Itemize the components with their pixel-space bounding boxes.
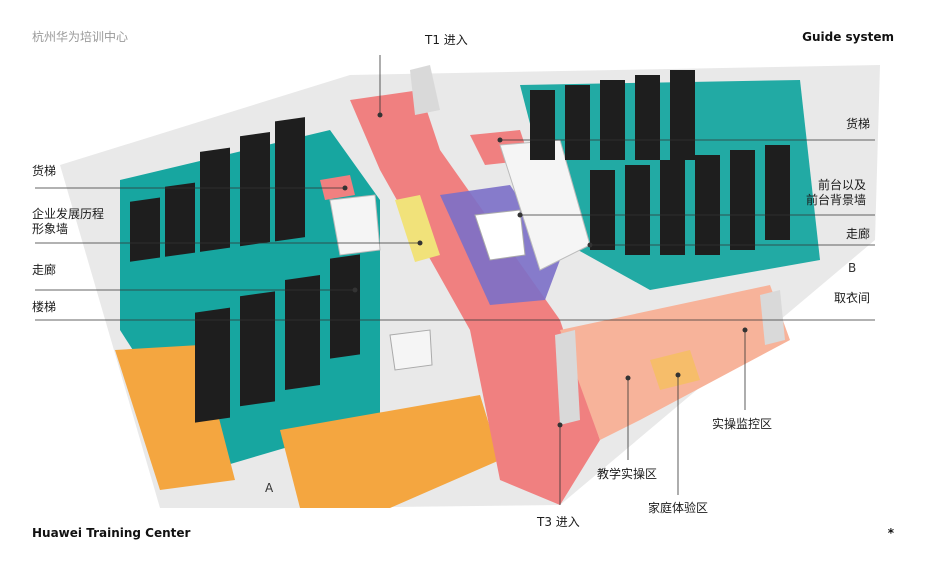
right-label-cloakroom: 取衣间	[834, 291, 871, 305]
zone-a-label: A	[265, 481, 274, 495]
header-left-title: 杭州华为培训中心	[32, 30, 129, 44]
history-wall	[395, 195, 440, 262]
main-corridor	[350, 90, 600, 505]
home-experience-floor	[650, 350, 700, 390]
right-label-corridor: 走廊	[846, 227, 871, 241]
server-cabinets-right	[530, 70, 790, 255]
t3-entrance-label: T3 进入	[537, 515, 580, 529]
left-label-freight-elevator: 货梯	[32, 164, 57, 178]
leader-lines	[35, 55, 875, 505]
left-label-history-line2: 形象墙	[32, 222, 69, 236]
label-teaching-area: 教学实操区	[597, 467, 658, 481]
zone-b-label: B	[848, 261, 857, 275]
right-label-freight-elevator: 货梯	[846, 117, 871, 131]
t1-entrance-label: T1 进入	[425, 33, 468, 47]
floor-plan-base	[60, 65, 880, 508]
server-cabinets-left	[130, 117, 360, 423]
footer-left-title: Huawei Training Center	[32, 526, 191, 540]
left-label-corridor: 走廊	[32, 263, 57, 277]
zone-a-floor-lower	[280, 395, 500, 508]
right-label-reception-line1: 前台以及	[818, 178, 867, 192]
footer-mark: *	[887, 526, 894, 540]
header-right-title: Guide system	[802, 30, 894, 44]
left-label-history-line1: 企业发展历程	[32, 207, 105, 221]
left-label-stairs: 楼梯	[32, 300, 57, 314]
leader-dots	[342, 112, 748, 428]
label-home-experience-area: 家庭体验区	[648, 501, 709, 515]
right-label-reception-line2: 前台背景墙	[806, 193, 867, 207]
label-monitoring-area: 实操监控区	[712, 417, 773, 431]
